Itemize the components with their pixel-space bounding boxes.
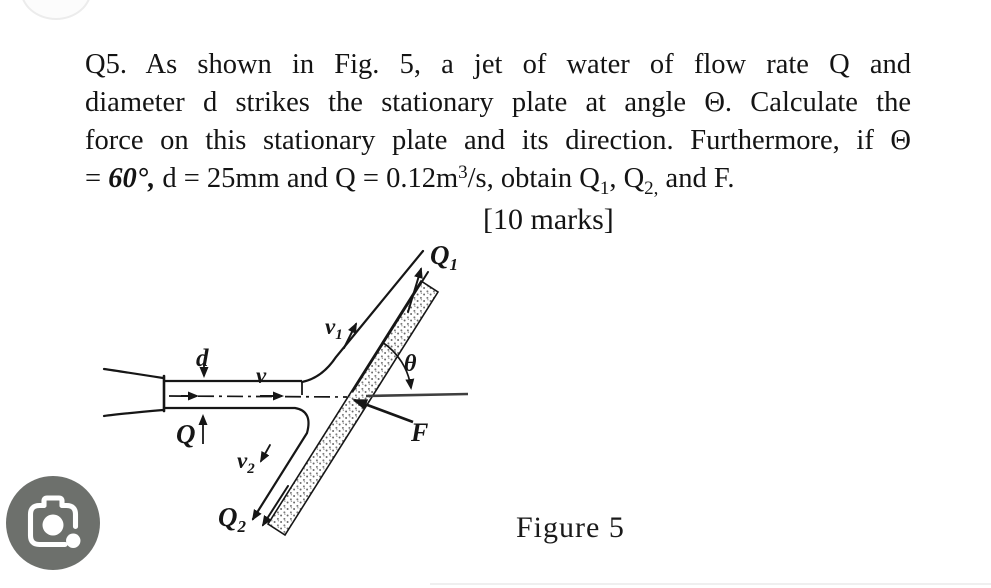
lower-flow-arrow — [261, 485, 289, 527]
horizontal-reference-line — [365, 392, 469, 398]
nozzle-upper-wall — [102, 367, 165, 380]
v1-arrow — [343, 322, 357, 349]
upper-outer-line — [300, 249, 425, 384]
subscript-2: 2, — [644, 178, 659, 199]
google-lens-button[interactable] — [5, 475, 105, 583]
page-edge-line — [430, 583, 991, 585]
theta-arc — [381, 341, 415, 390]
cropped-ui-bubble — [20, 0, 92, 20]
force-arrow — [352, 398, 414, 424]
label-v2: v2 — [237, 448, 255, 477]
upper-jet-sheet — [300, 249, 429, 392]
question-line-2: diameter d strikes the stationary plate … — [85, 87, 911, 118]
label-v: v — [256, 363, 267, 388]
question-text: Q5. As shown in Fig. 5, a jet of water o… — [85, 46, 911, 198]
marks-label: [10 marks] — [483, 203, 614, 236]
superscript-3: 3 — [458, 162, 468, 183]
v2-arrow — [260, 444, 271, 463]
upper-flow-arrow — [407, 267, 423, 313]
lower-jet-sheet — [162, 406, 310, 527]
lower-outer-line — [162, 406, 310, 521]
figure-caption: Figure 5 — [516, 511, 625, 544]
label-v1: v1 — [325, 314, 343, 343]
camera-lens-icon — [27, 495, 81, 548]
label-d: d — [196, 345, 209, 372]
label-theta: θ — [404, 351, 417, 377]
label-q1: Q1 — [430, 240, 458, 274]
label-q: Q — [176, 419, 196, 449]
label-f: F — [410, 418, 428, 447]
incoming-jet — [164, 363, 348, 444]
question-line-3: force on this stationary plate and its d… — [85, 125, 911, 156]
nozzle-lower-wall — [102, 408, 165, 418]
upper-inner-line — [352, 271, 429, 392]
question-line-4: = 60°, d = 25mm and Q = 0.12m3/s, obtain… — [85, 162, 735, 199]
figure-5-diagram: d v Q v1 Q1 v2 Q2 θ F — [95, 228, 575, 564]
nozzle — [102, 367, 166, 418]
question-line-1: Q5. As shown in Fig. 5, a jet of water o… — [85, 49, 911, 80]
bold-angle-value: 60°, — [108, 163, 156, 194]
label-q2: Q2 — [218, 502, 247, 536]
subscript-1: 1 — [599, 178, 610, 199]
